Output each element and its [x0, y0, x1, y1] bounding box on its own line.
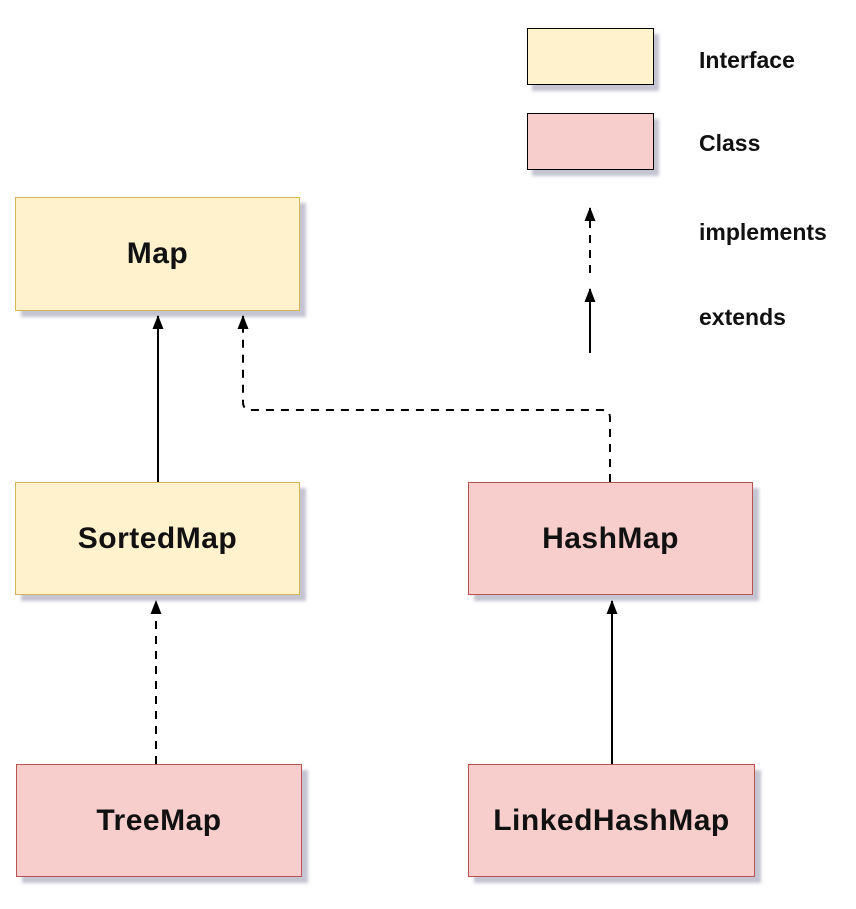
node-linkedhashmap: LinkedHashMap	[468, 764, 755, 877]
node-hashmap-label: HashMap	[542, 521, 679, 555]
node-map: Map	[15, 197, 300, 311]
node-map-label: Map	[126, 237, 189, 270]
legend-label-extends: extends	[699, 304, 786, 330]
legend-label-implements: implements	[699, 219, 827, 245]
node-treemap-label: TreeMap	[96, 803, 222, 837]
legend-label-class: Class	[699, 130, 761, 156]
node-sortedmap-label: SortedMap	[77, 521, 238, 555]
node-sortedmap: SortedMap	[15, 482, 300, 595]
edge-hashmap-implements-map	[237, 315, 611, 482]
legend-label-interface: Interface	[699, 47, 795, 73]
legend-class-swatch-icon	[527, 113, 654, 170]
node-hashmap: HashMap	[468, 482, 753, 595]
legend-interface-swatch-icon	[527, 28, 654, 85]
node-treemap: TreeMap	[16, 764, 302, 877]
node-linkedhashmap-label: LinkedHashMap	[493, 803, 730, 837]
